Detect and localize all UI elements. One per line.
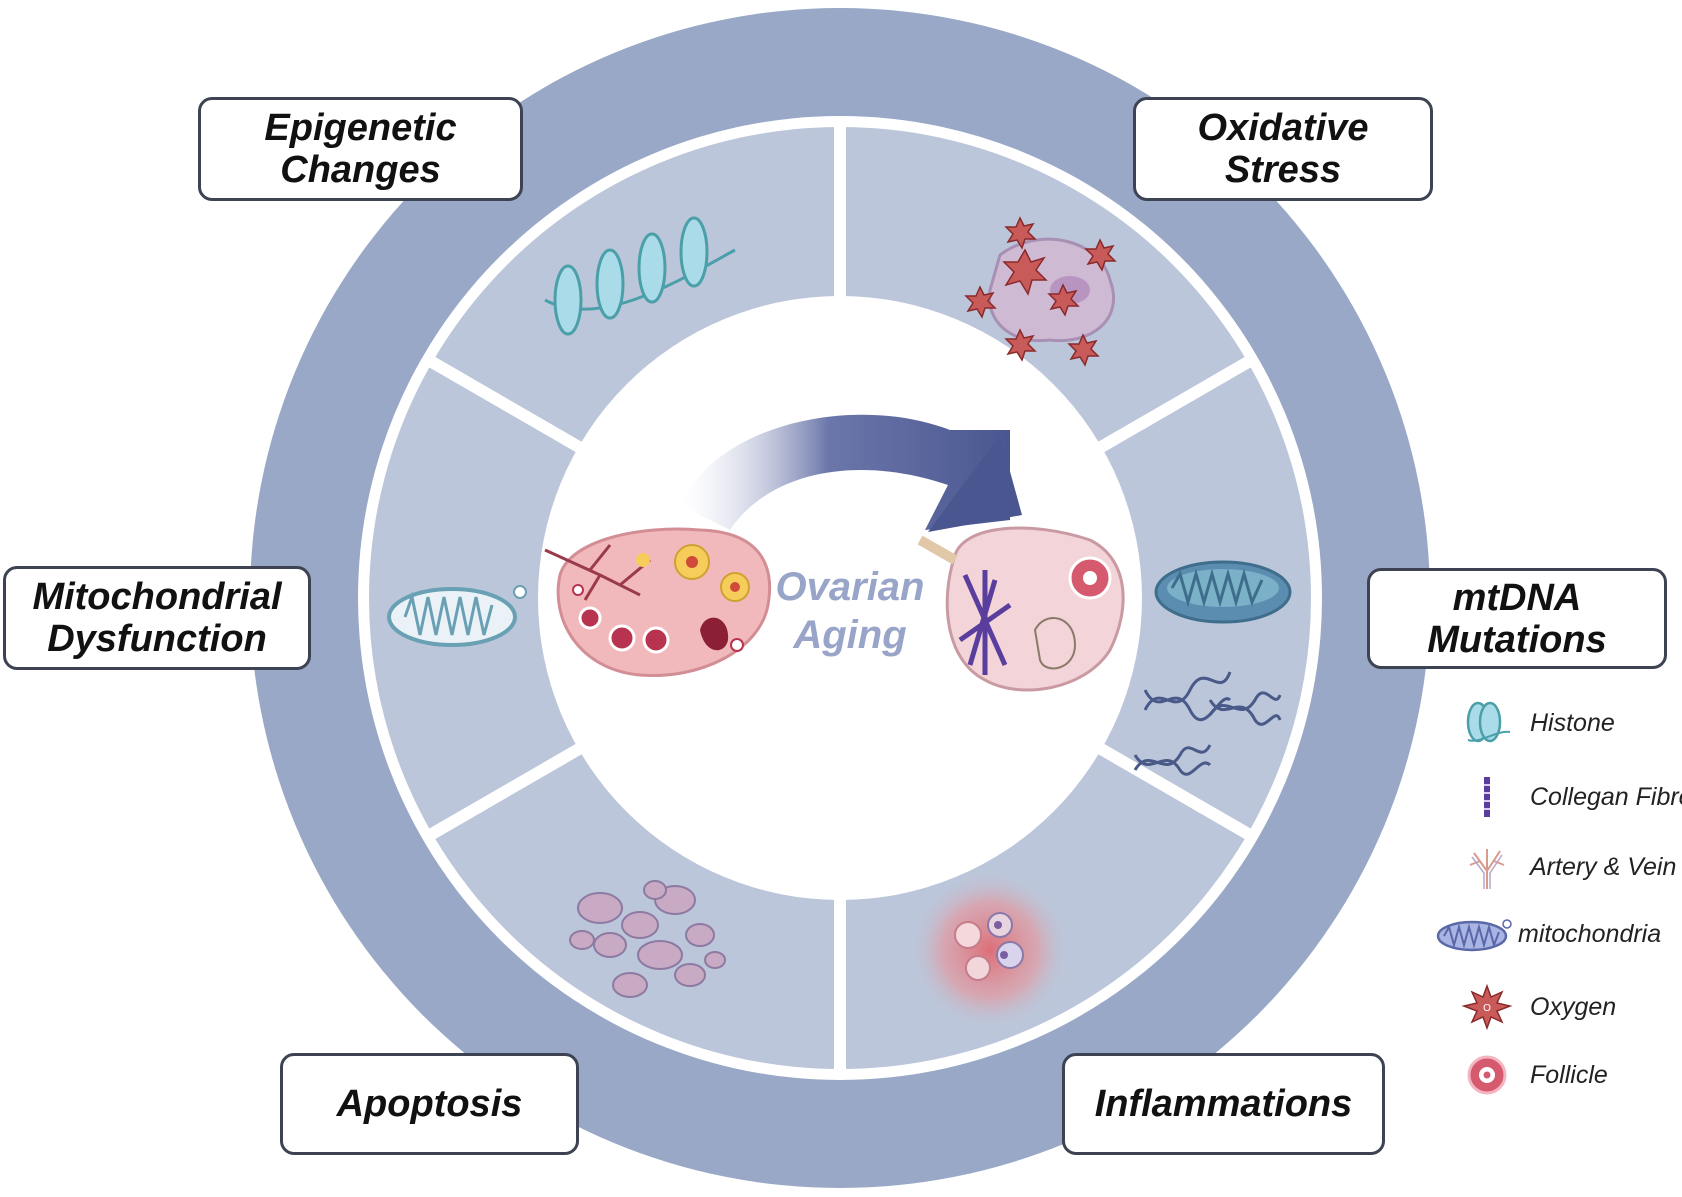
center-title-line1: Ovarian: [776, 565, 925, 609]
svg-text:O: O: [1483, 1003, 1491, 1014]
legend-item-follicle: Follicle: [1460, 1053, 1608, 1097]
inflammation-glow: [910, 870, 1070, 1030]
legend-item-artery-vein: Artery & Vein: [1460, 843, 1676, 891]
label-apoptosis-line1: Apoptosis: [336, 1083, 523, 1125]
label-epigenetic-changes: Epigenetic Changes: [198, 97, 523, 201]
label-mitochondrial-line1: Mitochondrial: [32, 576, 282, 618]
histone-icon: [1466, 701, 1511, 743]
aged-ovary-icon: [917, 526, 1125, 692]
label-apoptosis: Apoptosis: [280, 1053, 579, 1155]
mitochondrion-right-icon: [1154, 560, 1292, 624]
legend-label-histone: Histone: [1530, 708, 1615, 737]
label-inflammations: Inflammations: [1062, 1053, 1385, 1155]
apoptotic-cells-icon: [569, 880, 726, 998]
mitochondria-icon: [1436, 919, 1512, 952]
histone-cluster-icon: [544, 216, 736, 336]
legend-item-histone: Histone: [1460, 700, 1615, 746]
label-oxidative-stress: Oxidative Stress: [1133, 97, 1433, 201]
inflammation-cells-icon: [954, 912, 1024, 981]
legend-label-mitochondria: mitochondria: [1518, 919, 1662, 948]
label-mitochondrial-dysfunction: Mitochondrial Dysfunction: [3, 566, 311, 670]
legend-label-oxygen: Oxygen: [1530, 992, 1617, 1021]
legend-label-collagen: Collegan Fibre: [1530, 782, 1682, 811]
aging-arrow-head: [928, 435, 1022, 532]
label-mtdna-mutations: mtDNA Mutations: [1367, 568, 1667, 669]
legend-label-follicle: Follicle: [1530, 1060, 1608, 1089]
label-oxidative-line1: Oxidative: [1197, 107, 1369, 149]
mitochondrion-icon: [387, 585, 527, 647]
legend-item-collagen: Collegan Fibre: [1460, 775, 1682, 819]
legend-label-artery-vein: Artery & Vein: [1530, 852, 1677, 881]
oxygen-radicals-icon: [964, 216, 1117, 367]
label-epigenetic-line1: Epigenetic: [264, 107, 457, 149]
artery-vein-icon: [1469, 849, 1505, 889]
legend-item-oxygen: O Oxygen: [1460, 984, 1616, 1030]
dna-helix-icons: [1133, 671, 1282, 776]
legend-item-mitochondria: mitochondria: [1434, 914, 1661, 954]
oxygen-icon: O: [1461, 984, 1513, 1030]
label-mitochondrial-line2: Dysfunction: [47, 618, 267, 660]
label-mtdna-line1: mtDNA: [1452, 576, 1582, 619]
center-title-line2: Aging: [792, 613, 906, 657]
label-oxidative-line2: Stress: [1224, 149, 1342, 191]
aging-arrow: [680, 414, 1010, 530]
label-epigenetic-line2: Changes: [280, 149, 441, 191]
label-mtdna-line2: Mutations: [1427, 618, 1607, 661]
collagen-fibre-icon: [1484, 777, 1490, 817]
young-ovary-icon: [544, 527, 772, 678]
label-inflammations-line1: Inflammations: [1094, 1083, 1353, 1125]
follicle-icon: [1467, 1055, 1507, 1095]
